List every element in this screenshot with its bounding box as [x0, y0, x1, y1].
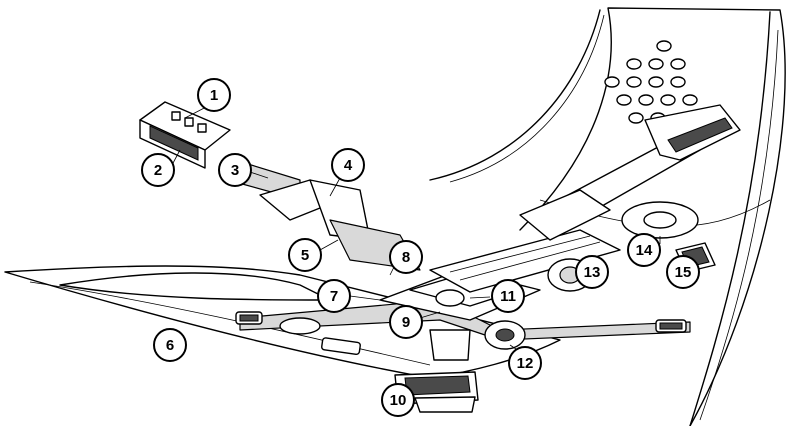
- callout-2-label: 2: [154, 162, 162, 179]
- callout-9: 9: [389, 305, 423, 339]
- callout-6: 6: [153, 328, 187, 362]
- callout-14: 14: [627, 233, 661, 267]
- callout-12-label: 12: [517, 355, 534, 372]
- right-arm: [519, 104, 741, 241]
- callout-10-label: 10: [390, 392, 407, 409]
- callout-8-label: 8: [402, 249, 410, 266]
- vent-holes: [604, 40, 698, 124]
- callout-5-label: 5: [301, 247, 309, 264]
- callout-13: 13: [575, 255, 609, 289]
- callout-3-label: 3: [231, 162, 239, 179]
- left-arm-assembly: [139, 101, 421, 271]
- callout-12: 12: [508, 346, 542, 380]
- callout-8: 8: [389, 240, 423, 274]
- bottom-fan-unit: [394, 329, 479, 413]
- callout-15: 15: [666, 255, 700, 289]
- callout-14-label: 14: [636, 242, 653, 259]
- callout-10: 10: [381, 383, 415, 417]
- callout-3: 3: [218, 153, 252, 187]
- callout-4: 4: [331, 148, 365, 182]
- callout-7: 7: [317, 279, 351, 313]
- callout-11: 11: [491, 279, 525, 313]
- callout-5: 5: [288, 238, 322, 272]
- callout-7-label: 7: [330, 288, 338, 305]
- callout-1-label: 1: [210, 87, 218, 104]
- callout-15-label: 15: [675, 264, 692, 281]
- callout-1: 1: [197, 78, 231, 112]
- callout-13-label: 13: [584, 264, 601, 281]
- callout-2: 2: [141, 153, 175, 187]
- callout-6-label: 6: [166, 337, 174, 354]
- callout-9-label: 9: [402, 314, 410, 331]
- callout-4-label: 4: [344, 157, 353, 174]
- callout-11-label: 11: [500, 288, 516, 305]
